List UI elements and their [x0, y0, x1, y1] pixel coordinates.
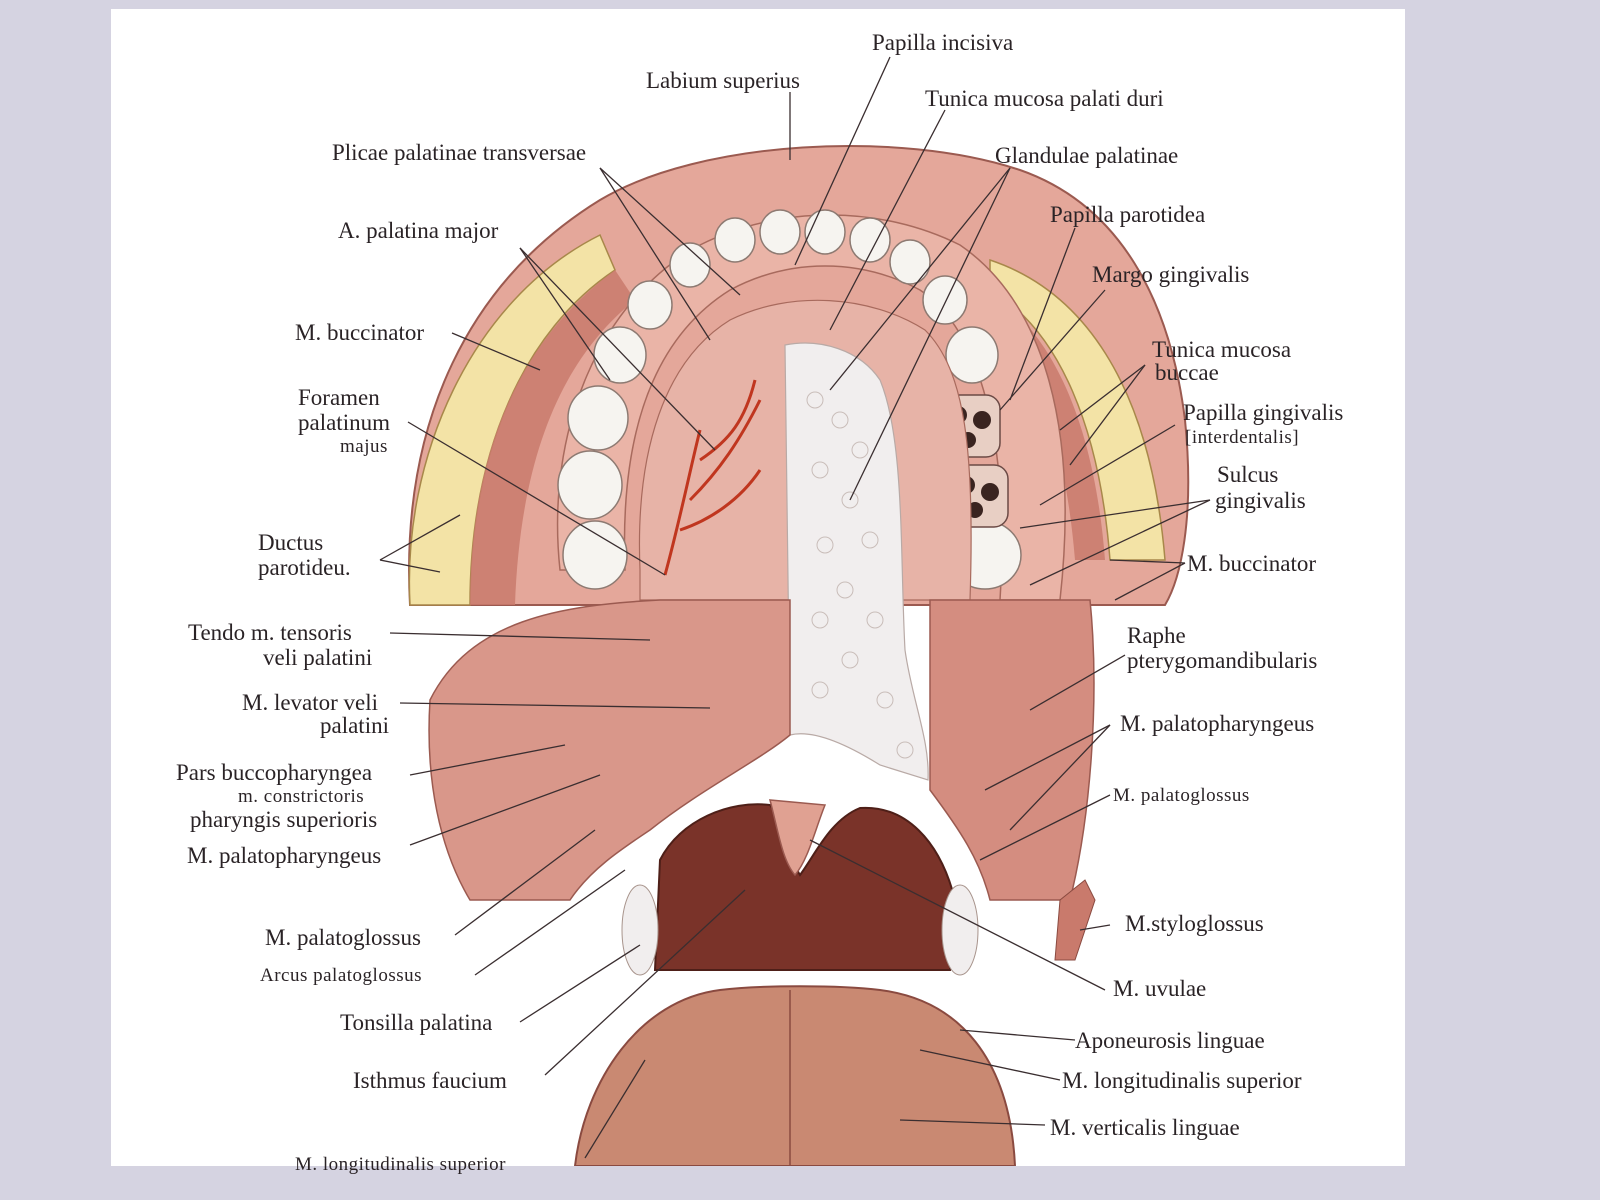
- label-a-palatina-major: A. palatina major: [338, 218, 499, 243]
- label-raphe-2: pterygomandibularis: [1127, 648, 1317, 673]
- label-tunica-mucosa-buccae-2: buccae: [1155, 360, 1219, 385]
- label-tonsilla-palatina: Tonsilla palatina: [340, 1010, 492, 1035]
- label-tunica-mucosa-buccae-1: Tunica mucosa: [1152, 337, 1291, 362]
- uvula: [768, 799, 827, 877]
- anatomy-drawing: [408, 145, 1190, 1166]
- label-m-palatoglossus-right: M. palatoglossus: [1113, 785, 1250, 806]
- leader-lines: [379, 56, 1211, 1159]
- label-papilla-gingivalis-1: Papilla gingivalis: [1183, 400, 1343, 425]
- label-levator-1: M. levator veli: [242, 690, 378, 715]
- label-m-buccinator-left: M. buccinator: [295, 320, 424, 345]
- tongue: [573, 985, 1017, 1166]
- label-m-verticalis-linguae: M. verticalis linguae: [1050, 1115, 1240, 1140]
- label-foramen-palatinum-1: Foramen: [298, 385, 380, 410]
- label-m-longitudinalis-superior-bottom: M. longitudinalis superior: [295, 1154, 506, 1175]
- pharynx-opening: [653, 803, 957, 971]
- label-sulcus-gingivalis-1: Sulcus: [1217, 462, 1278, 487]
- label-levator-2: palatini: [320, 713, 389, 738]
- label-aponeurosis-linguae: Aponeurosis linguae: [1075, 1028, 1265, 1053]
- label-glandulae-palatinae: Glandulae palatinae: [995, 143, 1178, 168]
- label-m-styloglossus: M.styloglossus: [1125, 911, 1264, 936]
- label-isthmus-faucium: Isthmus faucium: [353, 1068, 507, 1093]
- tonsil-left: [621, 884, 659, 976]
- label-m-buccinator-right: M. buccinator: [1187, 551, 1316, 576]
- label-m-palatopharyngeus-left: M. palatopharyngeus: [187, 843, 381, 868]
- soft-palate: [428, 599, 791, 901]
- label-foramen-palatinum-2: palatinum: [298, 410, 390, 435]
- label-m-longitudinalis-superior-right: M. longitudinalis superior: [1062, 1068, 1302, 1093]
- styloglossus-stub: [1054, 879, 1096, 961]
- label-sulcus-gingivalis-2: gingivalis: [1215, 488, 1306, 513]
- label-arcus-palatoglossus: Arcus palatoglossus: [260, 965, 422, 986]
- label-m-palatoglossus-left: M. palatoglossus: [265, 925, 421, 950]
- label-pars-buccopharyngea-2: m. constrictoris: [238, 786, 364, 807]
- soft-palate-right: [929, 599, 1095, 901]
- label-ductus-parotideus-2: parotideu.: [258, 555, 351, 580]
- labels: Papilla incisiva Labium superius Tunica …: [176, 30, 1343, 1175]
- label-tendo-tensoris-1: Tendo m. tensoris: [188, 620, 352, 645]
- label-raphe-1: Raphe: [1127, 623, 1186, 648]
- label-papilla-parotidea: Papilla parotidea: [1050, 202, 1205, 227]
- label-tunica-mucosa-palati-duri: Tunica mucosa palati duri: [925, 86, 1164, 111]
- buccal-fat-right: [989, 258, 1166, 561]
- palatine-artery: [663, 379, 762, 576]
- palatine-glands: [784, 342, 929, 781]
- buccinator-right-band: [975, 290, 1105, 560]
- label-plicae-palatinae-transversae: Plicae palatinae transversae: [332, 140, 586, 165]
- label-m-palatopharyngeus-right: M. palatopharyngeus: [1120, 711, 1314, 736]
- label-foramen-palatinum-3: majus: [340, 436, 388, 457]
- label-labium-superius: Labium superius: [646, 68, 800, 93]
- label-pars-buccopharyngea-1: Pars buccopharyngea: [176, 760, 372, 785]
- label-ductus-parotideus-1: Ductus: [258, 530, 323, 555]
- tonsil-right: [941, 884, 979, 976]
- label-m-uvulae: M. uvulae: [1113, 976, 1206, 1001]
- buccinator-left-band: [470, 270, 635, 605]
- gland-dots: [806, 391, 914, 759]
- label-papilla-gingivalis-2: [interdentalis]: [1185, 427, 1299, 448]
- label-margo-gingivalis: Margo gingivalis: [1092, 262, 1249, 287]
- label-tendo-tensoris-2: veli palatini: [263, 645, 372, 670]
- label-pars-buccopharyngea-3: pharyngis superioris: [190, 807, 377, 832]
- label-papilla-incisiva: Papilla incisiva: [872, 30, 1013, 55]
